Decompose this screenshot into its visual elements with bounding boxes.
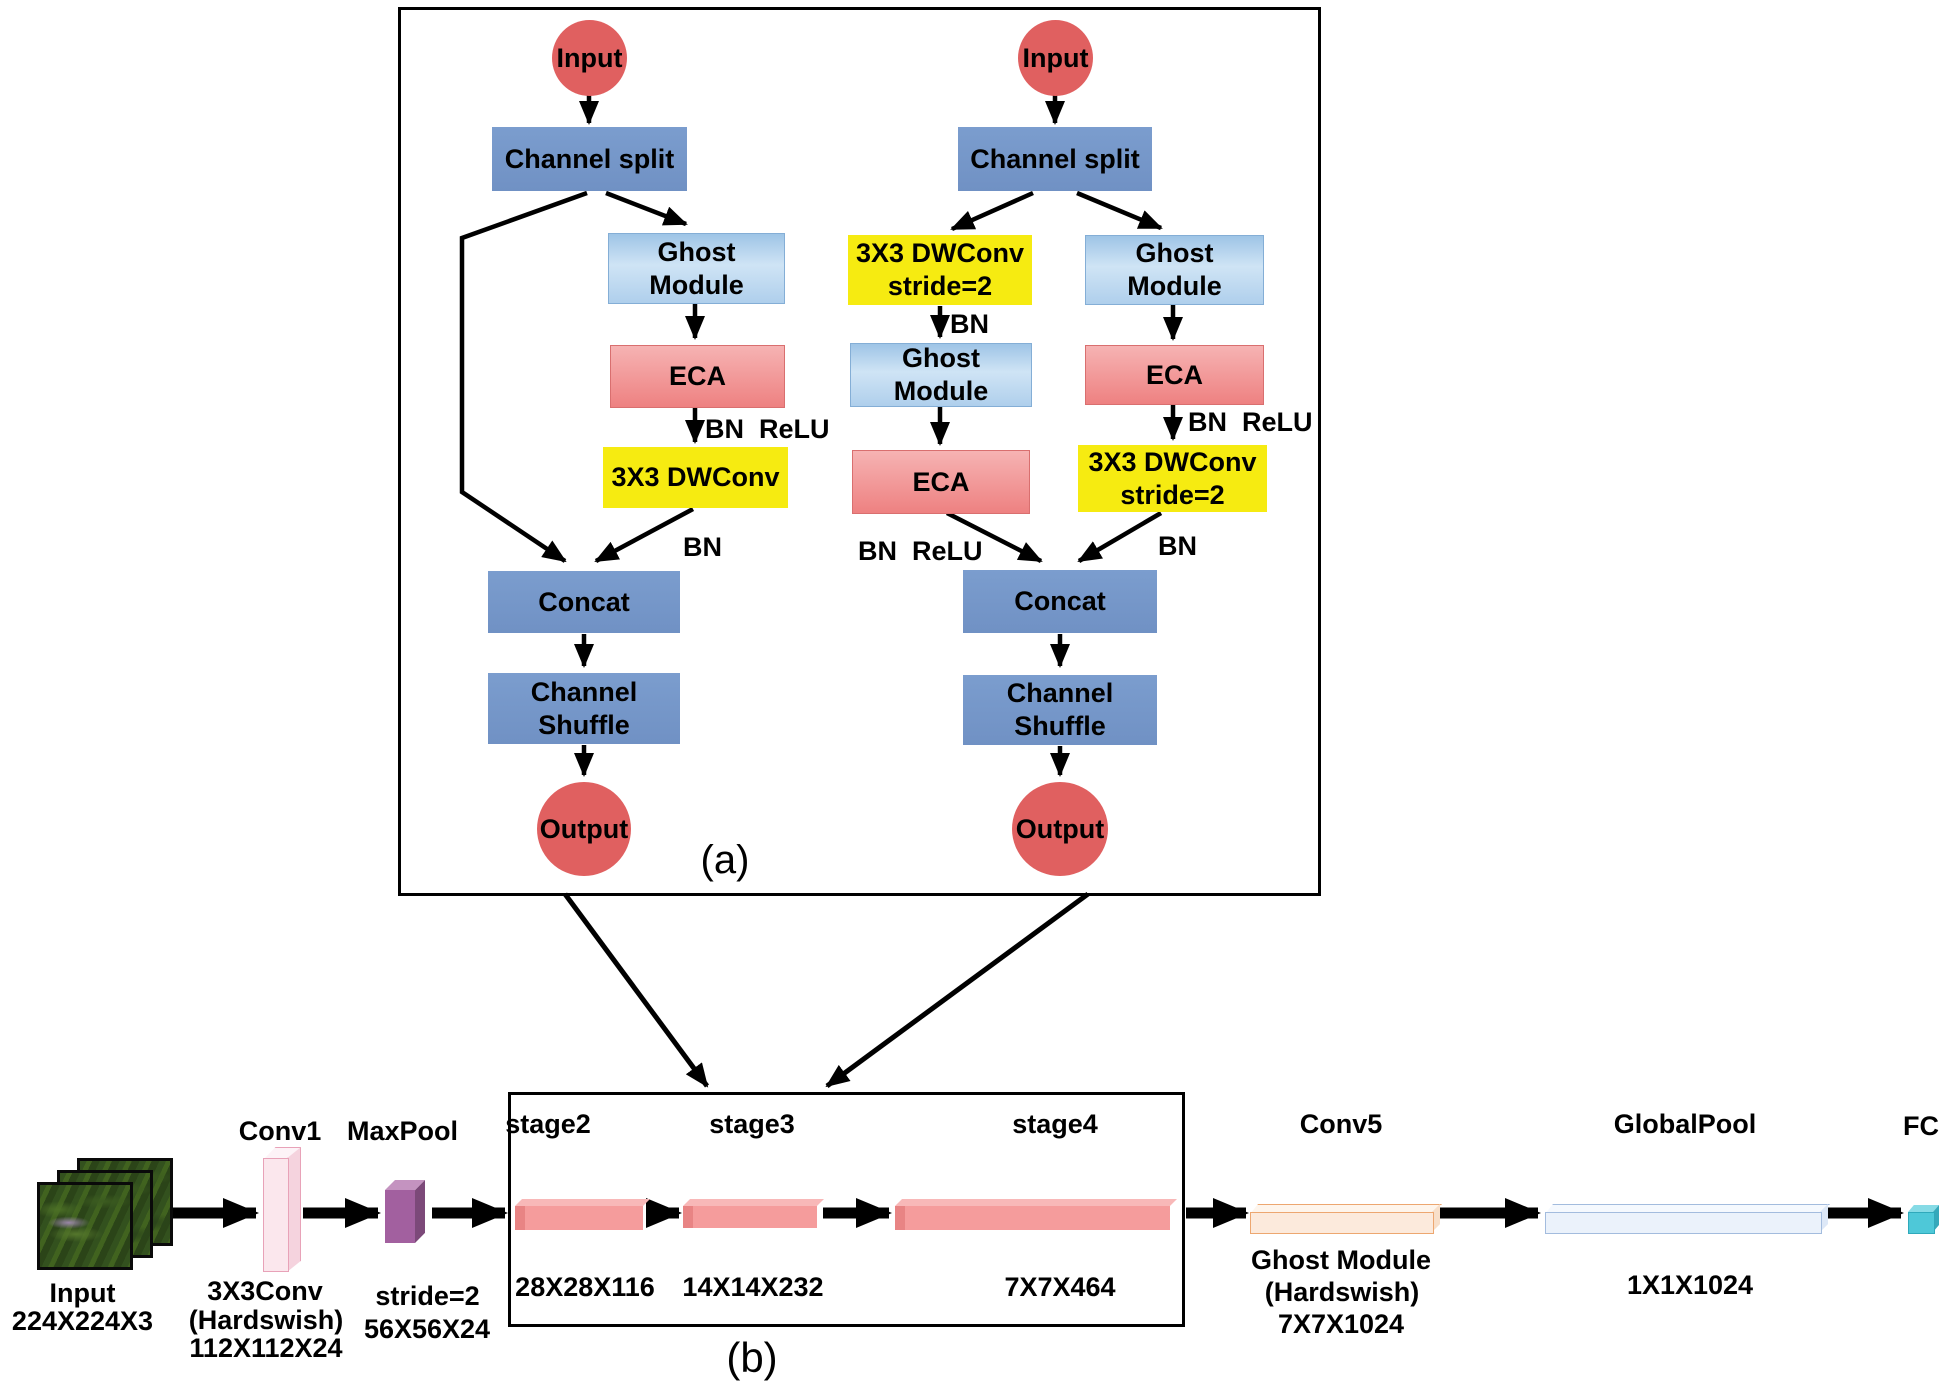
- stage2-title: stage2: [505, 1109, 591, 1139]
- down-unit-channel-split-label: Channel split: [970, 143, 1140, 174]
- basic-unit-concat-label: Concat: [538, 586, 630, 617]
- maxpool-box-side-face: [415, 1180, 425, 1243]
- down-unit-eca-right-label: ECA: [1145, 359, 1203, 390]
- basic-unit-ghost-module-label: Ghost Module: [649, 236, 744, 300]
- basic-unit-concat-node: Concat: [488, 571, 680, 633]
- basic-unit-dwconv-label: 3X3 DWConv: [611, 462, 780, 493]
- down-unit-concat-node: Concat: [963, 570, 1157, 633]
- basic-unit-channel-split-node: Channel split: [492, 127, 687, 191]
- stage4-bar-top: [895, 1199, 1177, 1206]
- down-unit-channel-shuffle-label: Channel Shuffle: [1006, 678, 1114, 741]
- pipeline-input-label: Input: [49, 1278, 116, 1308]
- stage2-bar-top: [515, 1199, 650, 1206]
- stage3-bar: [683, 1206, 817, 1228]
- maxpool-box-front-face: [385, 1190, 415, 1243]
- basic-unit-bn-relu-label: BN ReLU: [705, 414, 830, 444]
- conv1-line1: 3X3Conv: [207, 1276, 323, 1306]
- down-unit-bn-left-label: BN: [950, 309, 989, 339]
- basic-unit-output-label: Output: [539, 813, 629, 844]
- stage4-bar-cap: [895, 1206, 905, 1230]
- fc-title: FC: [1903, 1111, 1939, 1141]
- fc-box-front-face: [1908, 1212, 1935, 1234]
- down-unit-dwconv-stride2-left-node: 3X3 DWConv stride=2: [848, 235, 1032, 305]
- down-unit-channel-shuffle-node: Channel Shuffle: [963, 675, 1157, 745]
- panel-a-to-b-arrows: [562, 891, 1090, 1089]
- conv1-line3: 112X112X24: [189, 1333, 343, 1363]
- basic-unit-eca-label: ECA: [668, 361, 726, 392]
- down-unit-input-node: Input: [1018, 20, 1093, 96]
- down-unit-channel-split-node: Channel split: [958, 127, 1152, 191]
- down-unit-eca-left-label: ECA: [912, 466, 970, 497]
- basic-unit-input-label: Input: [556, 42, 623, 73]
- down-unit-ghost-module-left-node: Ghost Module: [850, 343, 1032, 407]
- fc-box-side-face: [1933, 1205, 1939, 1232]
- basic-unit-bn-label: BN: [683, 532, 722, 562]
- maxpool-line2: 56X56X24: [363, 1314, 491, 1344]
- down-unit-dwconv-stride2-right-node: 3X3 DWConv stride=2: [1078, 445, 1267, 512]
- down-unit-ghost-module-left-label: Ghost Module: [893, 343, 989, 406]
- down-unit-eca-right-node: ECA: [1085, 345, 1264, 405]
- stage3-title: stage3: [709, 1109, 795, 1139]
- stage4-title: stage4: [1012, 1109, 1098, 1139]
- stage4-bar: [895, 1206, 1170, 1230]
- down-unit-bn-relu-right-label: BN ReLU: [1188, 407, 1313, 437]
- down-unit-input-label: Input: [1022, 42, 1089, 73]
- globalpool-dims: 1X1X1024: [1626, 1270, 1754, 1300]
- down-unit-output-node: Output: [1012, 782, 1108, 876]
- globalpool-bar: [1545, 1212, 1822, 1234]
- down-unit-ghost-module-right-label: Ghost Module: [1127, 238, 1222, 301]
- basic-unit-eca-node: ECA: [610, 345, 785, 408]
- stage2-bar-cap: [515, 1206, 525, 1230]
- down-unit-concat-label: Concat: [1014, 586, 1106, 617]
- down-unit-dwconv-stride2-left-label: 3X3 DWConv stride=2: [855, 238, 1025, 301]
- conv5-title: Conv5: [1299, 1109, 1383, 1139]
- stage3-bar-cap: [683, 1206, 693, 1228]
- down-unit-ghost-module-right-node: Ghost Module: [1085, 235, 1264, 305]
- fc-box-top-face: [1908, 1205, 1939, 1212]
- conv5-bar: [1250, 1212, 1434, 1234]
- stage2-bar: [515, 1206, 643, 1230]
- conv5-line2: (Hardswish): [1264, 1277, 1420, 1307]
- stage4-dims: 7X7X464: [1004, 1272, 1116, 1302]
- conv1-box-side-face: [287, 1147, 301, 1272]
- maxpool-line1: stride=2: [375, 1281, 480, 1311]
- stage3-bar-top: [683, 1199, 824, 1206]
- basic-unit-dwconv-node: 3X3 DWConv: [603, 447, 788, 508]
- conv5-line1: Ghost Module: [1251, 1245, 1431, 1275]
- conv5-bar-end: [1432, 1204, 1440, 1232]
- down-unit-output-label: Output: [1015, 813, 1105, 844]
- globalpool-bar-end: [1820, 1204, 1828, 1232]
- input-image-front: [37, 1182, 133, 1270]
- caption-b: (b): [726, 1334, 778, 1381]
- conv1-line2: (Hardswish): [188, 1305, 344, 1335]
- basic-unit-ghost-module-node: Ghost Module: [608, 233, 785, 304]
- globalpool-title: GlobalPool: [1613, 1109, 1757, 1139]
- stage2-dims: 28X28X116: [515, 1272, 655, 1302]
- down-unit-bn-relu-left-label: BN ReLU: [858, 536, 983, 566]
- basic-unit-input-node: Input: [552, 20, 627, 96]
- panel-a-border: [398, 7, 1321, 896]
- maxpool-box-top-face: [385, 1180, 425, 1190]
- basic-unit-channel-split-label: Channel split: [504, 143, 675, 174]
- caption-a: (a): [700, 838, 750, 882]
- pipeline-input-dims: 224X224X3: [11, 1306, 154, 1336]
- down-unit-bn-right-label: BN: [1158, 531, 1197, 561]
- basic-unit-output-node: Output: [537, 782, 631, 876]
- stages-box-border: [508, 1092, 1185, 1327]
- basic-unit-channel-shuffle-label: Channel Shuffle: [530, 676, 638, 740]
- stage3-dims: 14X14X232: [682, 1272, 824, 1302]
- conv1-box-front-face: [263, 1158, 289, 1272]
- conv1-title: Conv1: [238, 1116, 322, 1146]
- basic-unit-channel-shuffle-node: Channel Shuffle: [488, 673, 680, 744]
- down-unit-eca-left-node: ECA: [852, 450, 1030, 514]
- down-unit-dwconv-stride2-right-label: 3X3 DWConv stride=2: [1088, 446, 1257, 510]
- maxpool-title: MaxPool: [346, 1116, 459, 1146]
- conv5-line3: 7X7X1024: [1277, 1309, 1405, 1339]
